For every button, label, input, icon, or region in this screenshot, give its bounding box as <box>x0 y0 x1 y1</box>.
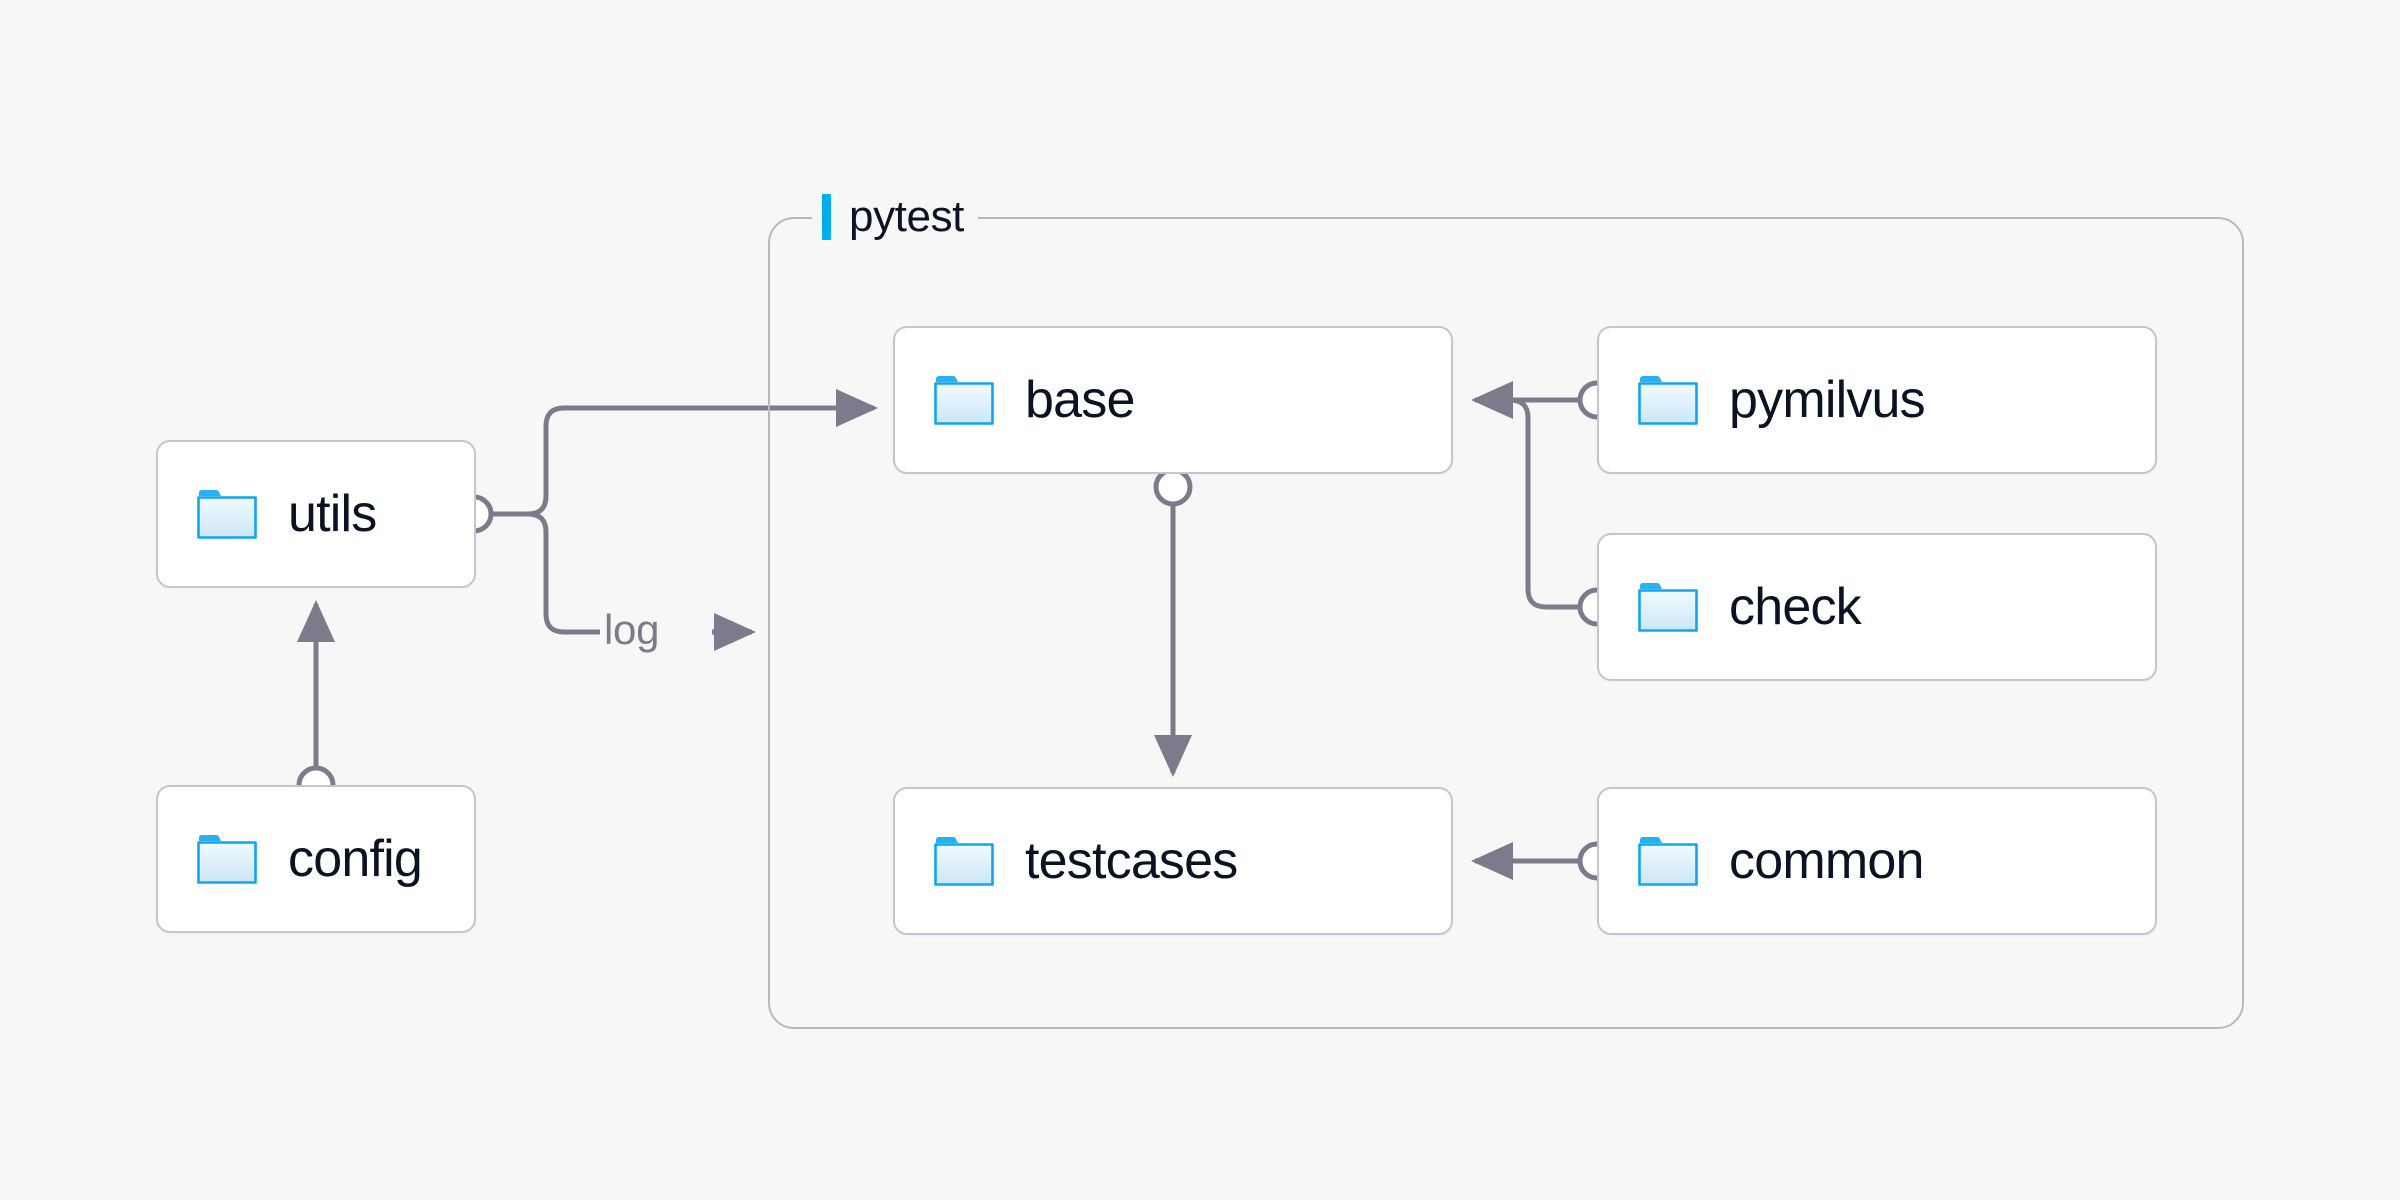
folder-icon <box>197 835 257 884</box>
folder-icon <box>934 837 994 886</box>
edge-utils-to-log <box>520 511 600 635</box>
node-label: pymilvus <box>1729 371 1926 429</box>
node-config[interactable]: config <box>156 785 476 933</box>
pytest-group-title: pytest <box>812 190 978 244</box>
node-label: config <box>288 830 423 888</box>
node-label: testcases <box>1025 832 1238 890</box>
node-utils[interactable]: utils <box>156 440 476 588</box>
edge-label-log: log <box>604 606 660 653</box>
group-accent-bar <box>822 194 831 240</box>
node-common[interactable]: common <box>1597 787 2157 935</box>
node-label: utils <box>288 485 377 543</box>
node-label: check <box>1729 578 1862 636</box>
node-pymilvus[interactable]: pymilvus <box>1597 326 2157 474</box>
node-base[interactable]: base <box>893 326 1453 474</box>
folder-icon <box>1638 837 1698 886</box>
node-label: common <box>1729 832 1924 890</box>
folder-icon <box>1638 583 1698 632</box>
node-label: base <box>1025 371 1135 429</box>
pytest-group-container[interactable] <box>768 217 2244 1029</box>
node-testcases[interactable]: testcases <box>893 787 1453 935</box>
group-title-label: pytest <box>849 192 964 241</box>
folder-icon <box>1638 376 1698 425</box>
node-check[interactable]: check <box>1597 533 2157 681</box>
folder-icon <box>934 376 994 425</box>
folder-icon <box>197 490 257 539</box>
